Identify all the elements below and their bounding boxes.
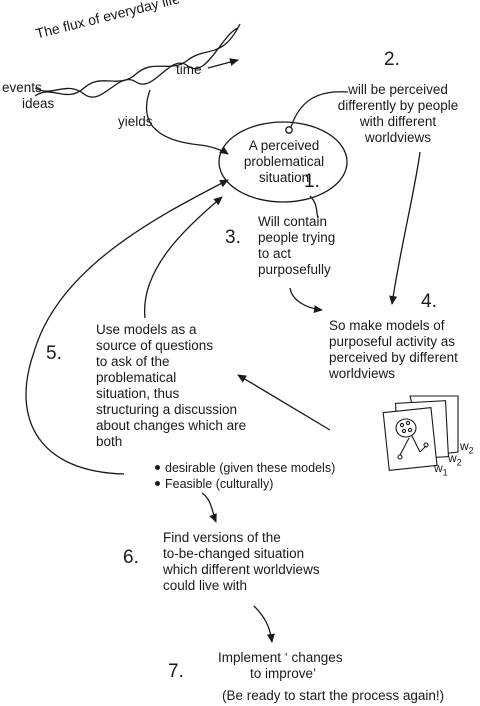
step6-number: 6. (123, 547, 139, 568)
step2-connector (290, 91, 349, 128)
step5-bullet-feasible: Feasible (culturally) (155, 476, 273, 492)
loop-back-arrow (25, 179, 229, 475)
bullet-dot (155, 481, 160, 486)
step1-number: 1. (304, 171, 320, 192)
worldview-label-w1: w1 (434, 461, 448, 478)
flux-time-label: time (176, 62, 202, 77)
step7-text: Implement ‘ changes to improve’ (218, 650, 343, 681)
step3-text: Will contain people trying to act purpos… (258, 214, 336, 277)
flux-events-label: events (2, 80, 42, 95)
model-sheets-icon (382, 395, 459, 471)
flux-wave-2 (34, 27, 239, 98)
worldview-label-w2-top: w2 (460, 439, 474, 456)
step4-to-step5-arrow (237, 374, 331, 431)
step4-number: 4. (421, 291, 437, 312)
step3-number: 3. (225, 227, 241, 248)
step7-note: (Be ready to start the process again!) (222, 688, 445, 703)
step7-number: 7. (168, 661, 184, 682)
step6-text: Find versions of the to-be-changed situa… (163, 530, 320, 593)
step1-to-step3-line (309, 195, 319, 219)
step3-to-step4-arrow (289, 287, 323, 314)
flux-ideas-label: ideas (22, 96, 55, 111)
step5-to-step1-arrow (144, 196, 223, 319)
step5-number: 5. (46, 343, 62, 364)
step2-to-step4-arrow (389, 151, 421, 305)
bullet-dot (155, 465, 160, 470)
step5-text: Use models as a source of questions to a… (96, 322, 247, 449)
step1-text: A perceived problematical situation (243, 138, 325, 185)
step4-text: So make models of purposeful activity as… (329, 318, 458, 381)
step2-text: will be perceived differently by people … (337, 82, 459, 145)
step6-to-step7-arrow (253, 605, 275, 643)
step5-to-step6-arrow (201, 492, 217, 523)
time-arrow (207, 58, 239, 69)
step5-bullet-desirable: desirable (given these models) (155, 460, 335, 476)
flux-wave-1 (34, 23, 241, 97)
flux-yields-label: yields (118, 114, 153, 129)
worldview-label-w2: w2 (448, 451, 462, 468)
yields-arrow (145, 89, 229, 155)
step2-number: 2. (384, 49, 400, 70)
situation-ellipse (218, 121, 348, 203)
ellipse-connector (285, 126, 293, 134)
